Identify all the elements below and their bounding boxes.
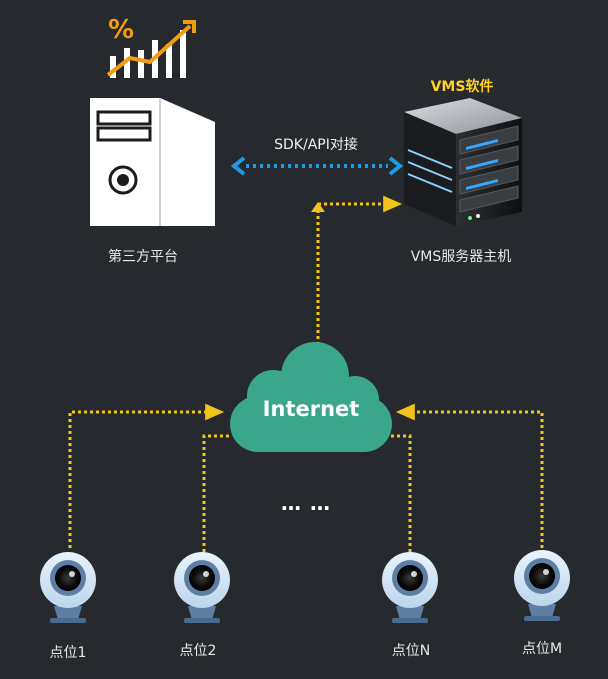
vms-host-label: VMS服务器主机 <box>410 249 512 265</box>
arrow-up-icon <box>311 202 325 212</box>
vms-software-label: VMS软件 <box>430 79 494 95</box>
internet-label: Internet <box>262 397 360 421</box>
third-party-platform-label: 第三方平台 <box>108 249 178 265</box>
sdk-api-label: SDK/API对接 <box>274 137 358 153</box>
vms-server-icon <box>404 98 522 226</box>
camera-icon-1 <box>40 552 96 623</box>
camera-icon-m <box>514 550 570 621</box>
internet-cloud <box>230 342 392 452</box>
ellipsis: … … <box>281 491 331 515</box>
camera-label-2: 点位2 <box>179 643 217 659</box>
camera-icon-n <box>382 552 438 623</box>
third-party-platform-icon: % <box>90 15 215 226</box>
growth-chart-icon <box>106 20 196 78</box>
sdk-api-link <box>230 156 404 176</box>
percent-icon: % <box>108 15 134 45</box>
camera-icon-2 <box>174 552 230 623</box>
internet-to-server-link <box>316 195 403 345</box>
camera-label-1: 点位1 <box>49 645 87 661</box>
camera-label-n: 点位N <box>391 643 431 659</box>
camera-links <box>68 403 544 552</box>
camera-label-m: 点位M <box>521 641 563 657</box>
